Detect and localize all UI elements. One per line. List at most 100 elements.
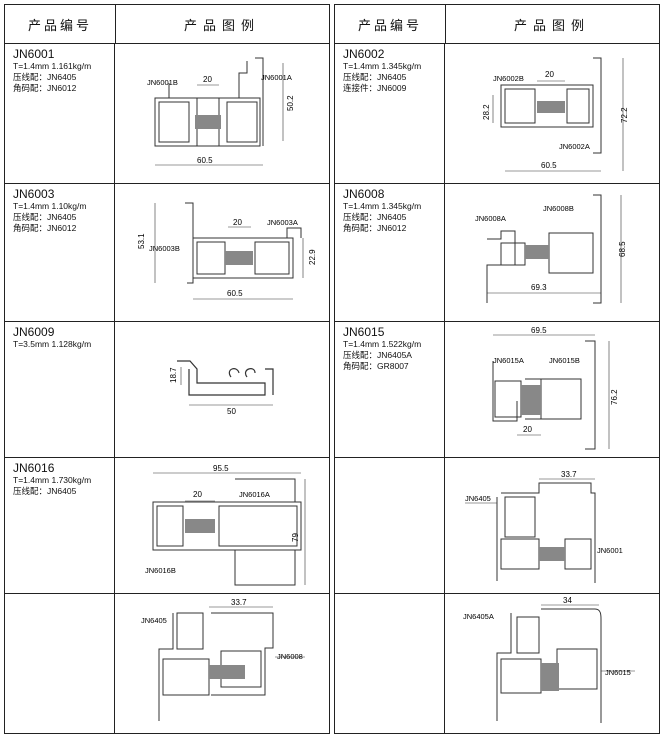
dimension-label: 20 [545, 70, 554, 79]
product-code: JN6016 [13, 461, 55, 475]
product-spec: T=1.4mm 1.345kg/m [343, 61, 422, 71]
product-spec: T=3.5mm 1.128kg/m [13, 339, 92, 349]
product-code: JN6001 [13, 47, 55, 61]
profile-figure: 69.5 JN6015A JN6015B 76.2 20 [445, 321, 659, 457]
dimension-label: 95.5 [213, 464, 229, 473]
dimension-label: 18.7 [169, 367, 178, 383]
product-note: 连接件：JN6009 [343, 83, 407, 93]
product-code: JN6008 [343, 187, 385, 201]
profile-figure: JN6002B 20 28.2 72.2 JN6002A 60.5 [445, 43, 659, 183]
part-label: JN6405A [463, 612, 494, 621]
part-label: JN6008 [277, 652, 303, 661]
profile-figure: 95.5 JN6016A 20 79 JN6016B [115, 457, 329, 593]
part-label: JN6008B [543, 204, 574, 213]
part-label: JN6405 [465, 494, 491, 503]
dimension-label: 60.5 [197, 156, 213, 165]
dimension-label: 20 [523, 425, 532, 434]
product-spec: T=1.4mm 1.522kg/m [343, 339, 422, 349]
part-label: JN6016A [239, 490, 270, 499]
table-row: JN6405A JN6015 34 [335, 593, 659, 734]
dimension-label: 28.2 [482, 104, 491, 120]
table-row: JN6002 T=1.4mm 1.345kg/m 压线配：JN6405 连接件：… [335, 43, 659, 184]
dimension-label: 50 [227, 407, 236, 416]
part-label: JN6002A [559, 142, 590, 151]
product-info [5, 593, 115, 734]
profile-figure: JN6001B JN6001A 20 50.2 60.5 [115, 43, 329, 183]
product-code: JN6003 [13, 187, 55, 201]
table-row: JN6405 JN6001 33.7 [335, 457, 659, 594]
dimension-label: 22.9 [308, 249, 317, 265]
product-info [335, 457, 445, 593]
dimension-label: 60.5 [227, 289, 243, 298]
profile-figure: JN6405 JN6008 33.7 [115, 593, 329, 734]
dimension-label: 33.7 [231, 598, 247, 607]
product-info: JN6001 T=1.4mm 1.161kg/m 压线配：JN6405 角码配：… [5, 43, 115, 183]
table-row: JN6008 T=1.4mm 1.345kg/m 压线配：JN6405 角码配：… [335, 183, 659, 322]
right-table: 产品编号 产品图例 JN6002 T=1.4mm 1.345kg/m 压线配：J… [334, 4, 660, 734]
product-note: 角码配：JN6012 [13, 223, 77, 233]
product-spec: T=1.4mm 1.730kg/m [13, 475, 92, 485]
product-note: 角码配：GR8007 [343, 361, 409, 371]
part-label: JN6405 [141, 616, 167, 625]
header-product-code: 产品编号 [335, 5, 446, 43]
product-info: JN6003 T=1.4mm 1.10kg/m 压线配：JN6405 角码配：J… [5, 183, 115, 321]
product-code: JN6002 [343, 47, 385, 61]
table-row: JN6405 JN6008 33.7 [5, 593, 329, 734]
product-info: JN6015 T=1.4mm 1.522kg/m 压线配：JN6405A 角码配… [335, 321, 445, 457]
product-note: 压线配：JN6405A [343, 350, 412, 360]
product-note: 压线配：JN6405 [343, 72, 407, 82]
dimension-label: 79 [291, 533, 300, 542]
table-row: JN6009 T=3.5mm 1.128kg/m 18.7 50 [5, 321, 329, 458]
table-row: JN6016 T=1.4mm 1.730kg/m 压线配：JN6405 [5, 457, 329, 594]
dimension-label: 69.3 [531, 283, 547, 292]
part-label: JN6015B [549, 356, 580, 365]
dimension-label: 20 [203, 75, 212, 84]
table-header: 产品编号 产品图例 [5, 5, 329, 44]
product-note: 压线配：JN6405 [13, 486, 77, 496]
header-product-figure: 产品图例 [513, 18, 590, 34]
profile-drawing-jn6003: 53.1 JN6003B JN6003A 20 22.9 60.5 [137, 202, 317, 300]
product-info: JN6009 T=3.5mm 1.128kg/m [5, 321, 115, 457]
product-spec: T=1.4mm 1.345kg/m [343, 201, 422, 211]
part-label: JN6001 [597, 546, 623, 555]
profile-figure: JN6405A JN6015 34 [445, 593, 659, 734]
profile-drawing-assembly: JN6405 JN6001 33.7 [465, 470, 623, 583]
profile-drawing-jn6016: 95.5 JN6016A 20 79 JN6016B [145, 464, 306, 586]
profile-drawing-jn6002: JN6002B 20 28.2 72.2 JN6002A 60.5 [482, 57, 629, 172]
profile-figure: 53.1 JN6003B JN6003A 20 22.9 60.5 [115, 183, 329, 321]
profile-figure: JN6008A JN6008B 68.5 69.3 [445, 183, 659, 321]
dimension-label: 53.1 [137, 233, 146, 249]
product-spec: T=1.4mm 1.10kg/m [13, 201, 87, 211]
table-row: JN6001 T=1.4mm 1.161kg/m 压线配：JN6405 角码配：… [5, 43, 329, 184]
dimension-label: 60.5 [541, 161, 557, 170]
product-note: 压线配：JN6405 [13, 72, 77, 82]
left-table: 产品编号 产品图例 JN6001 T=1.4mm 1.161kg/m 压线配：J… [4, 4, 330, 734]
header-product-code: 产品编号 [5, 5, 116, 43]
header-product-figure: 产品图例 [183, 18, 260, 34]
part-label: JN6001B [147, 78, 178, 87]
table-row: JN6003 T=1.4mm 1.10kg/m 压线配：JN6405 角码配：J… [5, 183, 329, 322]
dimension-label: 69.5 [531, 326, 547, 335]
table-row: JN6015 T=1.4mm 1.522kg/m 压线配：JN6405A 角码配… [335, 321, 659, 458]
product-info: JN6008 T=1.4mm 1.345kg/m 压线配：JN6405 角码配：… [335, 183, 445, 321]
profile-drawing-assembly: JN6405 JN6008 33.7 [141, 598, 305, 721]
profile-drawing-assembly: JN6405A JN6015 34 [463, 596, 635, 723]
profile-drawing-jn6008: JN6008A JN6008B 68.5 69.3 [475, 194, 627, 304]
product-note: 压线配：JN6405 [13, 212, 77, 222]
product-note: 角码配：JN6012 [343, 223, 407, 233]
part-label: JN6001A [261, 73, 292, 82]
part-label: JN6003B [149, 244, 180, 253]
product-info [335, 593, 445, 734]
product-note: 压线配：JN6405 [343, 212, 407, 222]
product-info: JN6002 T=1.4mm 1.345kg/m 压线配：JN6405 连接件：… [335, 43, 445, 183]
dimension-label: 33.7 [561, 470, 577, 479]
profile-drawing-jn6015: 69.5 JN6015A JN6015B 76.2 20 [492, 326, 619, 450]
part-label: JN6008A [475, 214, 506, 223]
product-spec: T=1.4mm 1.161kg/m [13, 61, 92, 71]
profile-figure: 18.7 50 [115, 321, 329, 457]
dimension-label: 20 [233, 218, 242, 227]
profile-drawing-jn6001: JN6001B JN6001A 20 50.2 60.5 [147, 57, 295, 166]
part-label: JN6015A [493, 356, 524, 365]
dimension-label: 34 [563, 596, 572, 605]
product-note: 角码配：JN6012 [13, 83, 77, 93]
